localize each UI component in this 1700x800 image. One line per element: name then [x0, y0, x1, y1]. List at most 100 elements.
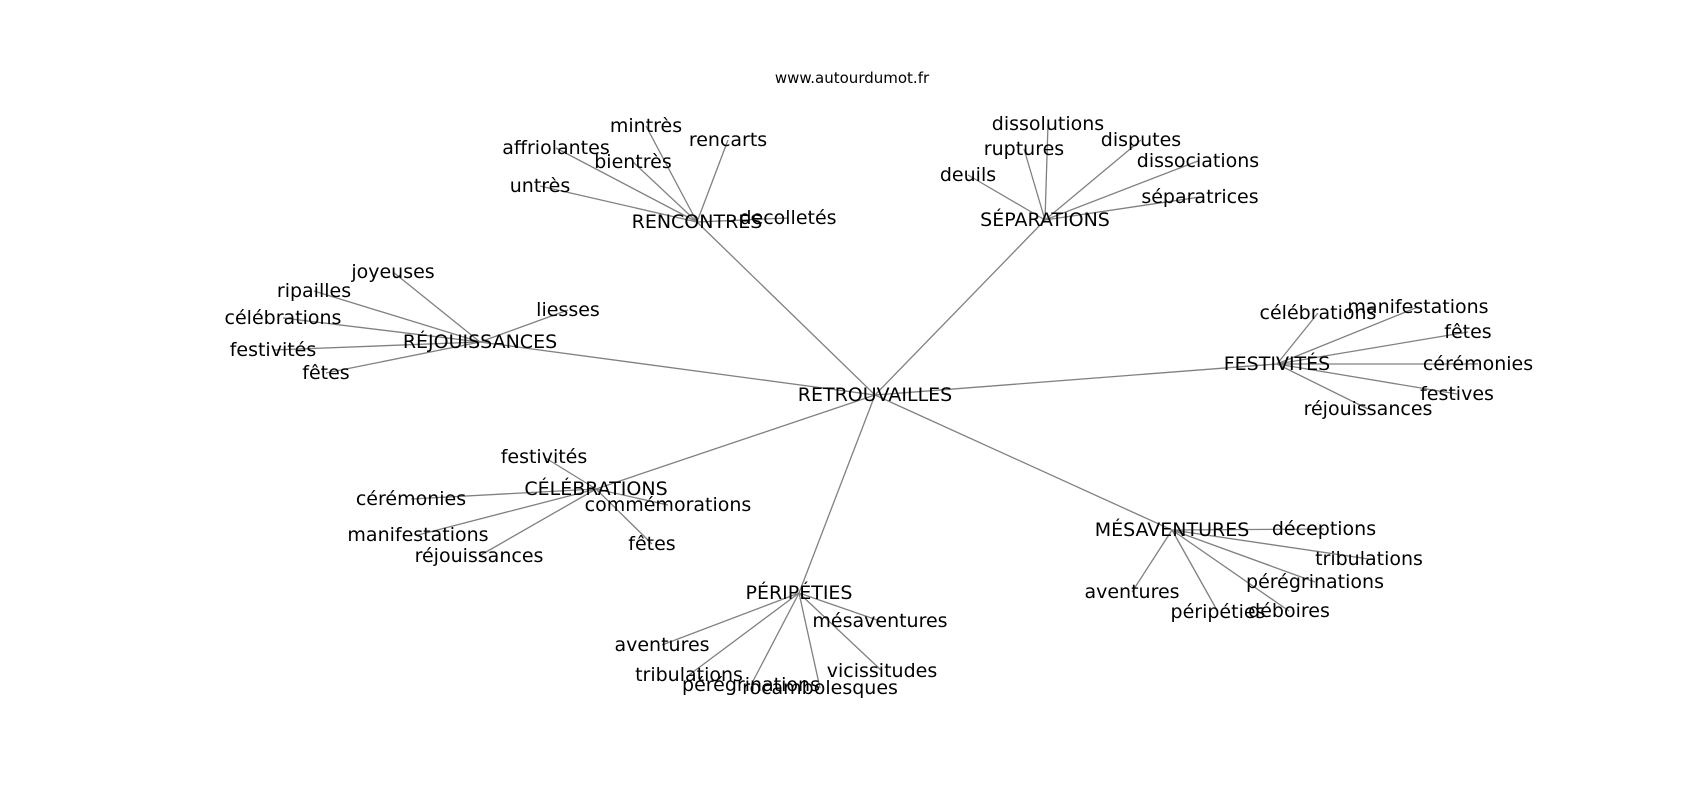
edge-mesaventures-3 [1131, 529, 1173, 593]
edge-mesaventures-0 [1171, 528, 1325, 531]
leaf-node-rencontres-5: decolletés [739, 207, 836, 229]
edge-celebrations-2 [595, 488, 669, 506]
edge-peripeties-4 [750, 592, 800, 686]
hub-node-separations: SÉPARATIONS [980, 208, 1110, 231]
leaf-node-rejouissances-5: fêtes [302, 362, 349, 384]
edge-rencontres-5 [696, 217, 789, 223]
leaf-node-rencontres-1: rencarts [689, 129, 767, 151]
leaf-node-separations-0: dissolutions [992, 113, 1104, 135]
leaf-node-peripeties-1: aventures [614, 634, 709, 656]
hub-node-festivites: FESTIVITÉS [1224, 352, 1330, 375]
edge-celebrations-1 [410, 488, 597, 500]
edge-separations-3 [1044, 160, 1199, 221]
leaf-node-rencontres-4: untrès [510, 175, 571, 197]
leaf-node-rejouissances-4: festivités [230, 339, 317, 361]
leaf-node-rejouissances-0: joyeuses [350, 261, 434, 283]
edge-peripeties-1 [661, 592, 800, 646]
leaf-node-festivites-0: célébrations [1260, 302, 1377, 324]
edge-mesaventures-4 [1171, 529, 1219, 613]
edge-mesaventures-5 [1171, 529, 1290, 612]
leaf-node-festivites-1: manifestations [1347, 296, 1488, 318]
edge-celebrations-0 [543, 456, 597, 490]
edge-separations-4 [967, 174, 1046, 221]
edge-festivites-0 [1276, 312, 1319, 365]
edge-festivites-5 [1276, 363, 1369, 410]
leaf-node-rejouissances-2: liesses [536, 299, 600, 321]
leaf-node-mesaventures-4: péripéties [1171, 601, 1266, 623]
edge-center-rencontres [696, 221, 876, 396]
edge-center-mesaventures [874, 394, 1173, 531]
leaf-node-rejouissances-1: ripailles [277, 280, 351, 302]
edge-separations-5 [1044, 196, 1201, 221]
leaf-node-celebrations-5: fêtes [628, 533, 675, 555]
center-node-label: RETROUVAILLES [798, 384, 953, 406]
edge-peripeties-3 [798, 592, 883, 672]
edge-rencontres-4 [539, 185, 698, 223]
leaf-node-mesaventures-0: déceptions [1272, 518, 1376, 540]
leaf-node-mesaventures-2: pérégrinations [1246, 571, 1384, 593]
edge-peripeties-2 [688, 592, 800, 676]
edge-mesaventures-1 [1171, 529, 1370, 560]
edge-separations-0 [1044, 123, 1049, 221]
edge-celebrations-5 [595, 488, 653, 545]
edge-rejouissances-0 [392, 271, 481, 343]
leaf-node-celebrations-3: manifestations [347, 524, 488, 546]
graph-labels: RETROUVAILLES RENCONTRES mintrès rencarts af… [225, 113, 1534, 699]
hub-node-rencontres: RENCONTRES [632, 211, 763, 233]
leaf-node-celebrations-4: réjouissances [415, 545, 544, 567]
edge-festivites-4 [1276, 363, 1458, 395]
leaf-node-rejouissances-3: célébrations [225, 307, 342, 329]
edge-rencontres-1 [696, 139, 729, 223]
leaf-node-separations-3: dissociations [1137, 150, 1259, 172]
edge-rejouissances-4 [272, 341, 481, 351]
edge-center-peripeties [798, 394, 876, 594]
leaf-node-festivites-2: fêtes [1444, 321, 1491, 343]
leaf-node-mesaventures-1: tribulations [1315, 548, 1423, 570]
leaf-node-mesaventures-5: déboires [1248, 600, 1330, 622]
edge-center-festivites [874, 363, 1278, 396]
leaf-node-festivites-5: réjouissances [1304, 398, 1433, 420]
edge-peripeties-0 [798, 592, 881, 622]
edge-separations-1 [1023, 148, 1046, 221]
leaf-node-peripeties-4: pérégrinations [682, 674, 820, 696]
edge-center-celebrations [595, 394, 876, 490]
edge-separations-2 [1044, 139, 1142, 221]
leaf-node-separations-2: disputes [1101, 129, 1181, 151]
edge-center-separations [874, 219, 1046, 396]
hub-node-rejouissances: RÉJOUISSANCES [403, 330, 557, 353]
edge-peripeties-5 [798, 592, 821, 689]
edge-celebrations-4 [478, 488, 597, 557]
edge-center-rejouissances [479, 341, 876, 396]
leaf-node-festivites-4: festives [1420, 383, 1494, 405]
hub-node-peripeties: PÉRIPÉTIES [745, 581, 852, 604]
edge-mesaventures-2 [1171, 529, 1316, 583]
edge-rencontres-3 [632, 161, 698, 223]
leaf-node-peripeties-3: vicissitudes [827, 660, 937, 682]
leaf-node-separations-4: deuils [940, 164, 996, 186]
edge-festivites-1 [1276, 306, 1419, 365]
leaf-node-mesaventures-3: aventures [1084, 581, 1179, 603]
edge-rejouissances-3 [282, 317, 481, 343]
edge-rejouissances-2 [479, 309, 569, 343]
leaf-node-celebrations-1: cérémonies [356, 488, 466, 510]
graph-edges [272, 123, 1478, 689]
leaf-node-celebrations-0: festivités [501, 446, 588, 468]
leaf-node-rencontres-0: mintrès [610, 115, 682, 137]
edge-rejouissances-5 [325, 341, 481, 374]
edge-festivites-2 [1276, 331, 1469, 365]
leaf-node-separations-1: ruptures [984, 138, 1064, 160]
edge-rejouissances-1 [313, 290, 481, 343]
leaf-node-celebrations-2: commémorations [585, 494, 752, 516]
source-label: www.autourdumot.fr [775, 69, 930, 87]
leaf-node-rencontres-3: bientrès [594, 151, 672, 173]
leaf-node-peripeties-5: rocambolesques [742, 677, 898, 699]
hub-node-mesaventures: MÉSAVENTURES [1095, 518, 1250, 541]
leaf-node-rencontres-2: affriolantes [502, 137, 609, 159]
edge-rencontres-2 [555, 147, 698, 223]
leaf-node-festivites-3: cérémonies [1423, 353, 1533, 375]
edge-rencontres-0 [645, 125, 698, 223]
leaf-node-peripeties-0: mésaventures [812, 610, 947, 632]
edge-celebrations-3 [417, 488, 597, 536]
hub-node-celebrations: CÉLÉBRATIONS [524, 477, 667, 500]
